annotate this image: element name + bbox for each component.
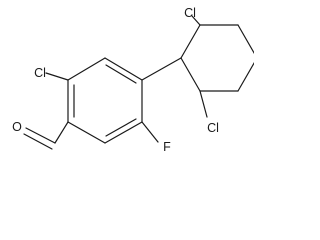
fluorine-label: F: [163, 140, 171, 154]
double-bond-a1-a2: [105, 64, 137, 84]
bond-b1-b2: [180, 24, 201, 59]
bond-a1-a2: [104, 57, 143, 81]
chlorine-label-top: Cl: [184, 6, 196, 20]
oxygen-label: O: [12, 120, 22, 134]
double-bond-a3-a4: [105, 118, 137, 137]
bond-ring-a-to-cl: [45, 72, 69, 81]
bond-b3-b4: [237, 24, 254, 54]
bond-a3-a4: [104, 121, 143, 144]
ring-b: [180, 24, 254, 92]
chlorine-label-left: Cl: [34, 66, 46, 80]
chlorine-label-bottom: Cl: [207, 121, 219, 135]
bond-b6-b1: [180, 57, 201, 92]
bond-ring-a-to-f: [141, 121, 159, 143]
chemical-structure: Cl Cl Cl F O: [12, 6, 254, 154]
bond-ring-b-to-cl-top: [191, 15, 201, 26]
ring-a: [67, 57, 143, 144]
bond-a4-a5: [67, 121, 106, 144]
bond-b4-b5: [237, 62, 254, 92]
bond-ring-b-to-cl-bottom: [199, 90, 208, 118]
aldehyde-co-bond: [25, 127, 56, 144]
aldehyde-co-double-bond: [23, 133, 53, 150]
bond-ring-a-to-cho: [54, 121, 69, 144]
biaryl-bond: [141, 57, 182, 81]
bond-a6-a1: [67, 57, 106, 81]
